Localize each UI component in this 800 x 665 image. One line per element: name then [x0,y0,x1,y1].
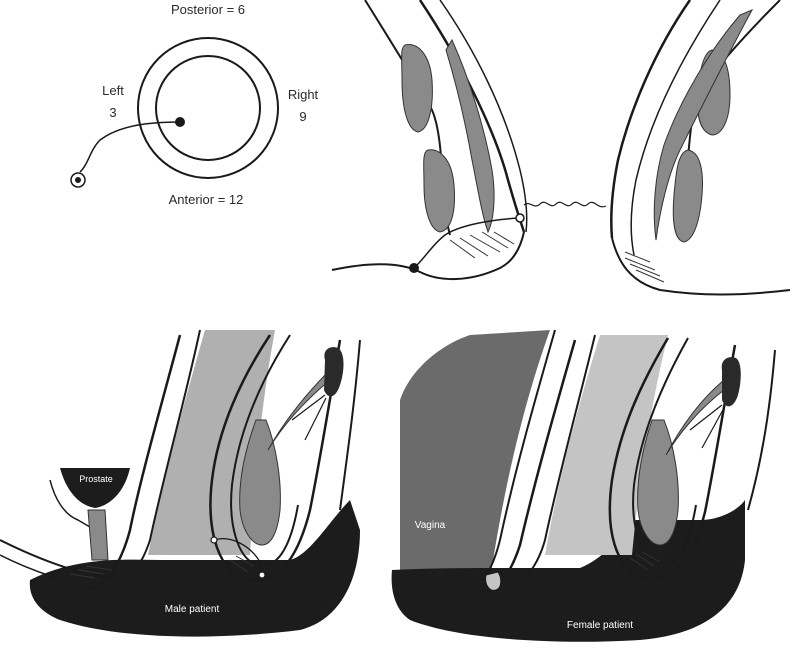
male-outer-boundary [339,339,361,511]
label-male-patient: Male patient [165,604,220,615]
clock-diagram: Posterior = 6 Left 3 Right 9 Anterior = … [70,2,319,207]
female-sphincter-inner [632,337,697,565]
male-urethra [0,554,111,591]
male-rectal-wall-left [89,334,182,592]
fistula-track [79,121,181,173]
label-right: Right [288,87,319,102]
female-rectal-wall-left-inner [509,334,596,589]
right-external-sphincter [672,149,703,243]
anal-inner-ring [155,55,261,161]
vagina-region [400,330,550,580]
male-sphincter-inner [230,334,299,567]
seton-thread [523,201,607,208]
label-left: Left [102,83,124,98]
male-fistula-line [291,394,327,441]
female-sphincter-outer [608,337,737,581]
value-right: 9 [299,109,306,124]
label-prostate: Prostate [79,474,113,484]
prostate-duct-gray [87,509,109,561]
right-anal-glands [624,251,665,283]
left-puborectalis [401,44,433,133]
female-levator [665,378,725,456]
male-perineal-base [29,500,360,637]
external-opening-inner [75,177,81,183]
label-posterior: Posterior = 6 [171,2,245,17]
right-wall-lining [630,0,721,256]
male-external-sphincter-body [239,419,281,546]
left-wall-lining [439,0,528,233]
coronal-internal-opening [515,213,525,223]
coronal-fistula-track [413,217,519,269]
external-opening-outer [70,172,86,188]
male-sagittal: Prostate Male patient [0,329,361,637]
male-seton-point-bottom [258,571,266,579]
male-abscess [324,347,344,397]
value-left: 3 [109,105,116,120]
female-fistula-line [689,404,725,449]
coronal-external-opening [409,263,419,273]
male-rectal-wall-left-inner [111,329,201,589]
right-internal-sphincter [653,8,754,241]
coronal-section [331,0,791,296]
left-anal-glands [449,231,515,259]
left-external-sphincter [423,149,455,233]
male-seton-point-top [210,536,218,544]
female-vaginal-wall [481,329,556,581]
vaginal-introitus [485,571,502,591]
left-internal-sphincter [445,38,495,234]
perineal-skin-line [331,231,525,280]
perineal-skin-line-right [611,237,791,296]
female-abscess [721,357,741,407]
label-anterior: Anterior = 12 [169,192,244,207]
male-seton-loop [213,538,263,580]
male-levator [267,368,331,451]
male-anal-glands [69,555,255,579]
prostate-shape [60,468,130,508]
female-sagittal: Vagina Female patient [391,329,776,642]
label-female-patient: Female patient [567,620,633,631]
female-rectal-wall-left [487,339,577,594]
seminal-duct [49,479,101,561]
female-outer-boundary [747,349,776,511]
male-skin-line [0,539,121,581]
right-inner-wall [610,0,692,239]
male-sphincter-outer [209,334,342,582]
anal-outer-ring [137,37,279,179]
female-anal-glands [629,551,661,571]
label-vagina: Vagina [415,520,446,531]
